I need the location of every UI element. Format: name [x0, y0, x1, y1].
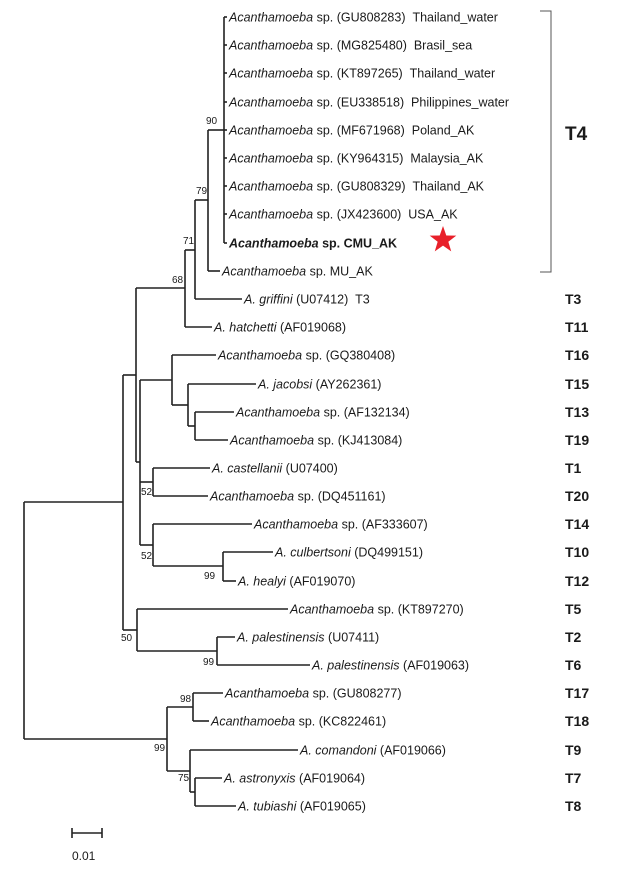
t4-clade-bracket [540, 10, 552, 273]
leaf-label: A. griffini (U07412) T3 [243, 293, 370, 307]
bootstrap-value: 99 [203, 657, 215, 668]
leaf-label: A. astronyxis (AF019064) [223, 772, 365, 786]
bootstrap-value: 98 [180, 694, 192, 705]
genotype-label: T9 [565, 742, 582, 758]
bootstrap-value: 50 [121, 633, 133, 644]
genotype-label: T14 [565, 516, 589, 532]
genotype-label: T13 [565, 404, 589, 420]
bootstrap-value: 75 [178, 773, 190, 784]
leaf-label: Acanthamoeba sp. MU_AK [221, 265, 373, 279]
genotype-label: T11 [565, 319, 589, 335]
leaf-label: A. comandoni (AF019066) [299, 744, 446, 758]
leaf-label: Acanthamoeba sp. (JX423600) USA_AK [228, 208, 458, 222]
scale-bar-label: 0.01 [72, 849, 96, 863]
genotype-label: T18 [565, 713, 589, 729]
bootstrap-value: 90 [206, 116, 218, 127]
leaf-label: A. castellanii (U07400) [211, 462, 338, 476]
genotype-label: T2 [565, 629, 582, 645]
bootstrap-value: 79 [196, 186, 208, 197]
leaf-label: Acanthamoeba sp. (KJ413084) [229, 434, 402, 448]
leaf-labels: Acanthamoeba sp. (GU808283) Thailand_wat… [209, 11, 509, 814]
leaf-label: Acanthamoeba sp. (KY964315) Malaysia_AK [228, 152, 484, 166]
leaf-label: A. jacobsi (AY262361) [257, 378, 381, 392]
genotype-label: T12 [565, 573, 589, 589]
leaf-label: Acanthamoeba sp. (AF132134) [235, 406, 410, 420]
genotype-label: T6 [565, 657, 582, 673]
genotype-label: T5 [565, 601, 582, 617]
leaf-label: A. culbertsoni (DQ499151) [274, 546, 423, 560]
genotype-label: T3 [565, 291, 582, 307]
leaf-label: Acanthamoeba sp. (GU808329) Thailand_AK [228, 180, 485, 194]
leaf-label: Acanthamoeba sp. (MG825480) Brasil_sea [228, 39, 472, 53]
bootstrap-value: 68 [172, 275, 184, 286]
genotype-label: T17 [565, 685, 589, 701]
bootstrap-value: 99 [204, 571, 216, 582]
leaf-label: Acanthamoeba sp. CMU_AK [228, 237, 397, 251]
bootstrap-value: 99 [154, 743, 166, 754]
leaf-label: Acanthamoeba sp. (GU808277) [224, 687, 402, 701]
genotype-label: T7 [565, 770, 582, 786]
leaf-label: Acanthamoeba sp. (EU338518) Philippines_… [228, 96, 509, 110]
tree-branches [23, 16, 310, 807]
genotype-label: T19 [565, 432, 589, 448]
bootstrap-value: 52 [141, 487, 153, 498]
leaf-label: Acanthamoeba sp. (KT897265) Thailand_wat… [228, 67, 495, 81]
genotype-label: T16 [565, 347, 589, 363]
leaf-label: A. tubiashi (AF019065) [237, 800, 366, 814]
scale-bar: 0.01 [71, 828, 103, 863]
bootstrap-value: 52 [141, 551, 153, 562]
bootstrap-values: 90 79 71 68 52 52 99 50 99 98 99 75 [121, 116, 218, 784]
genotype-label: T1 [565, 460, 582, 476]
leaf-label: Acanthamoeba sp. (KC822461) [210, 715, 386, 729]
leaf-label: Acanthamoeba sp. (GU808283) Thailand_wat… [228, 11, 498, 25]
leaf-label: A. palestinensis (U07411) [236, 631, 379, 645]
leaf-label: Acanthamoeba sp. (MF671968) Poland_AK [228, 124, 475, 138]
genotype-labels: T4T3T11T16T15T13T19T1T20T14T10T12T5T2T6T… [565, 124, 589, 814]
leaf-label: A. palestinensis (AF019063) [311, 659, 469, 673]
leaf-label: A. healyi (AF019070) [237, 575, 355, 589]
genotype-label: T4 [565, 124, 588, 145]
genotype-label: T20 [565, 488, 589, 504]
leaf-label: A. hatchetti (AF019068) [213, 321, 346, 335]
genotype-label: T10 [565, 544, 589, 560]
leaf-label: Acanthamoeba sp. (AF333607) [253, 518, 428, 532]
genotype-label: T15 [565, 376, 589, 392]
genotype-label: T8 [565, 798, 582, 814]
leaf-label: Acanthamoeba sp. (DQ451161) [209, 490, 386, 504]
star-icon [429, 226, 457, 252]
bootstrap-value: 71 [183, 236, 195, 247]
leaf-label: Acanthamoeba sp. (GQ380408) [217, 349, 395, 363]
leaf-label: Acanthamoeba sp. (KT897270) [289, 603, 464, 617]
